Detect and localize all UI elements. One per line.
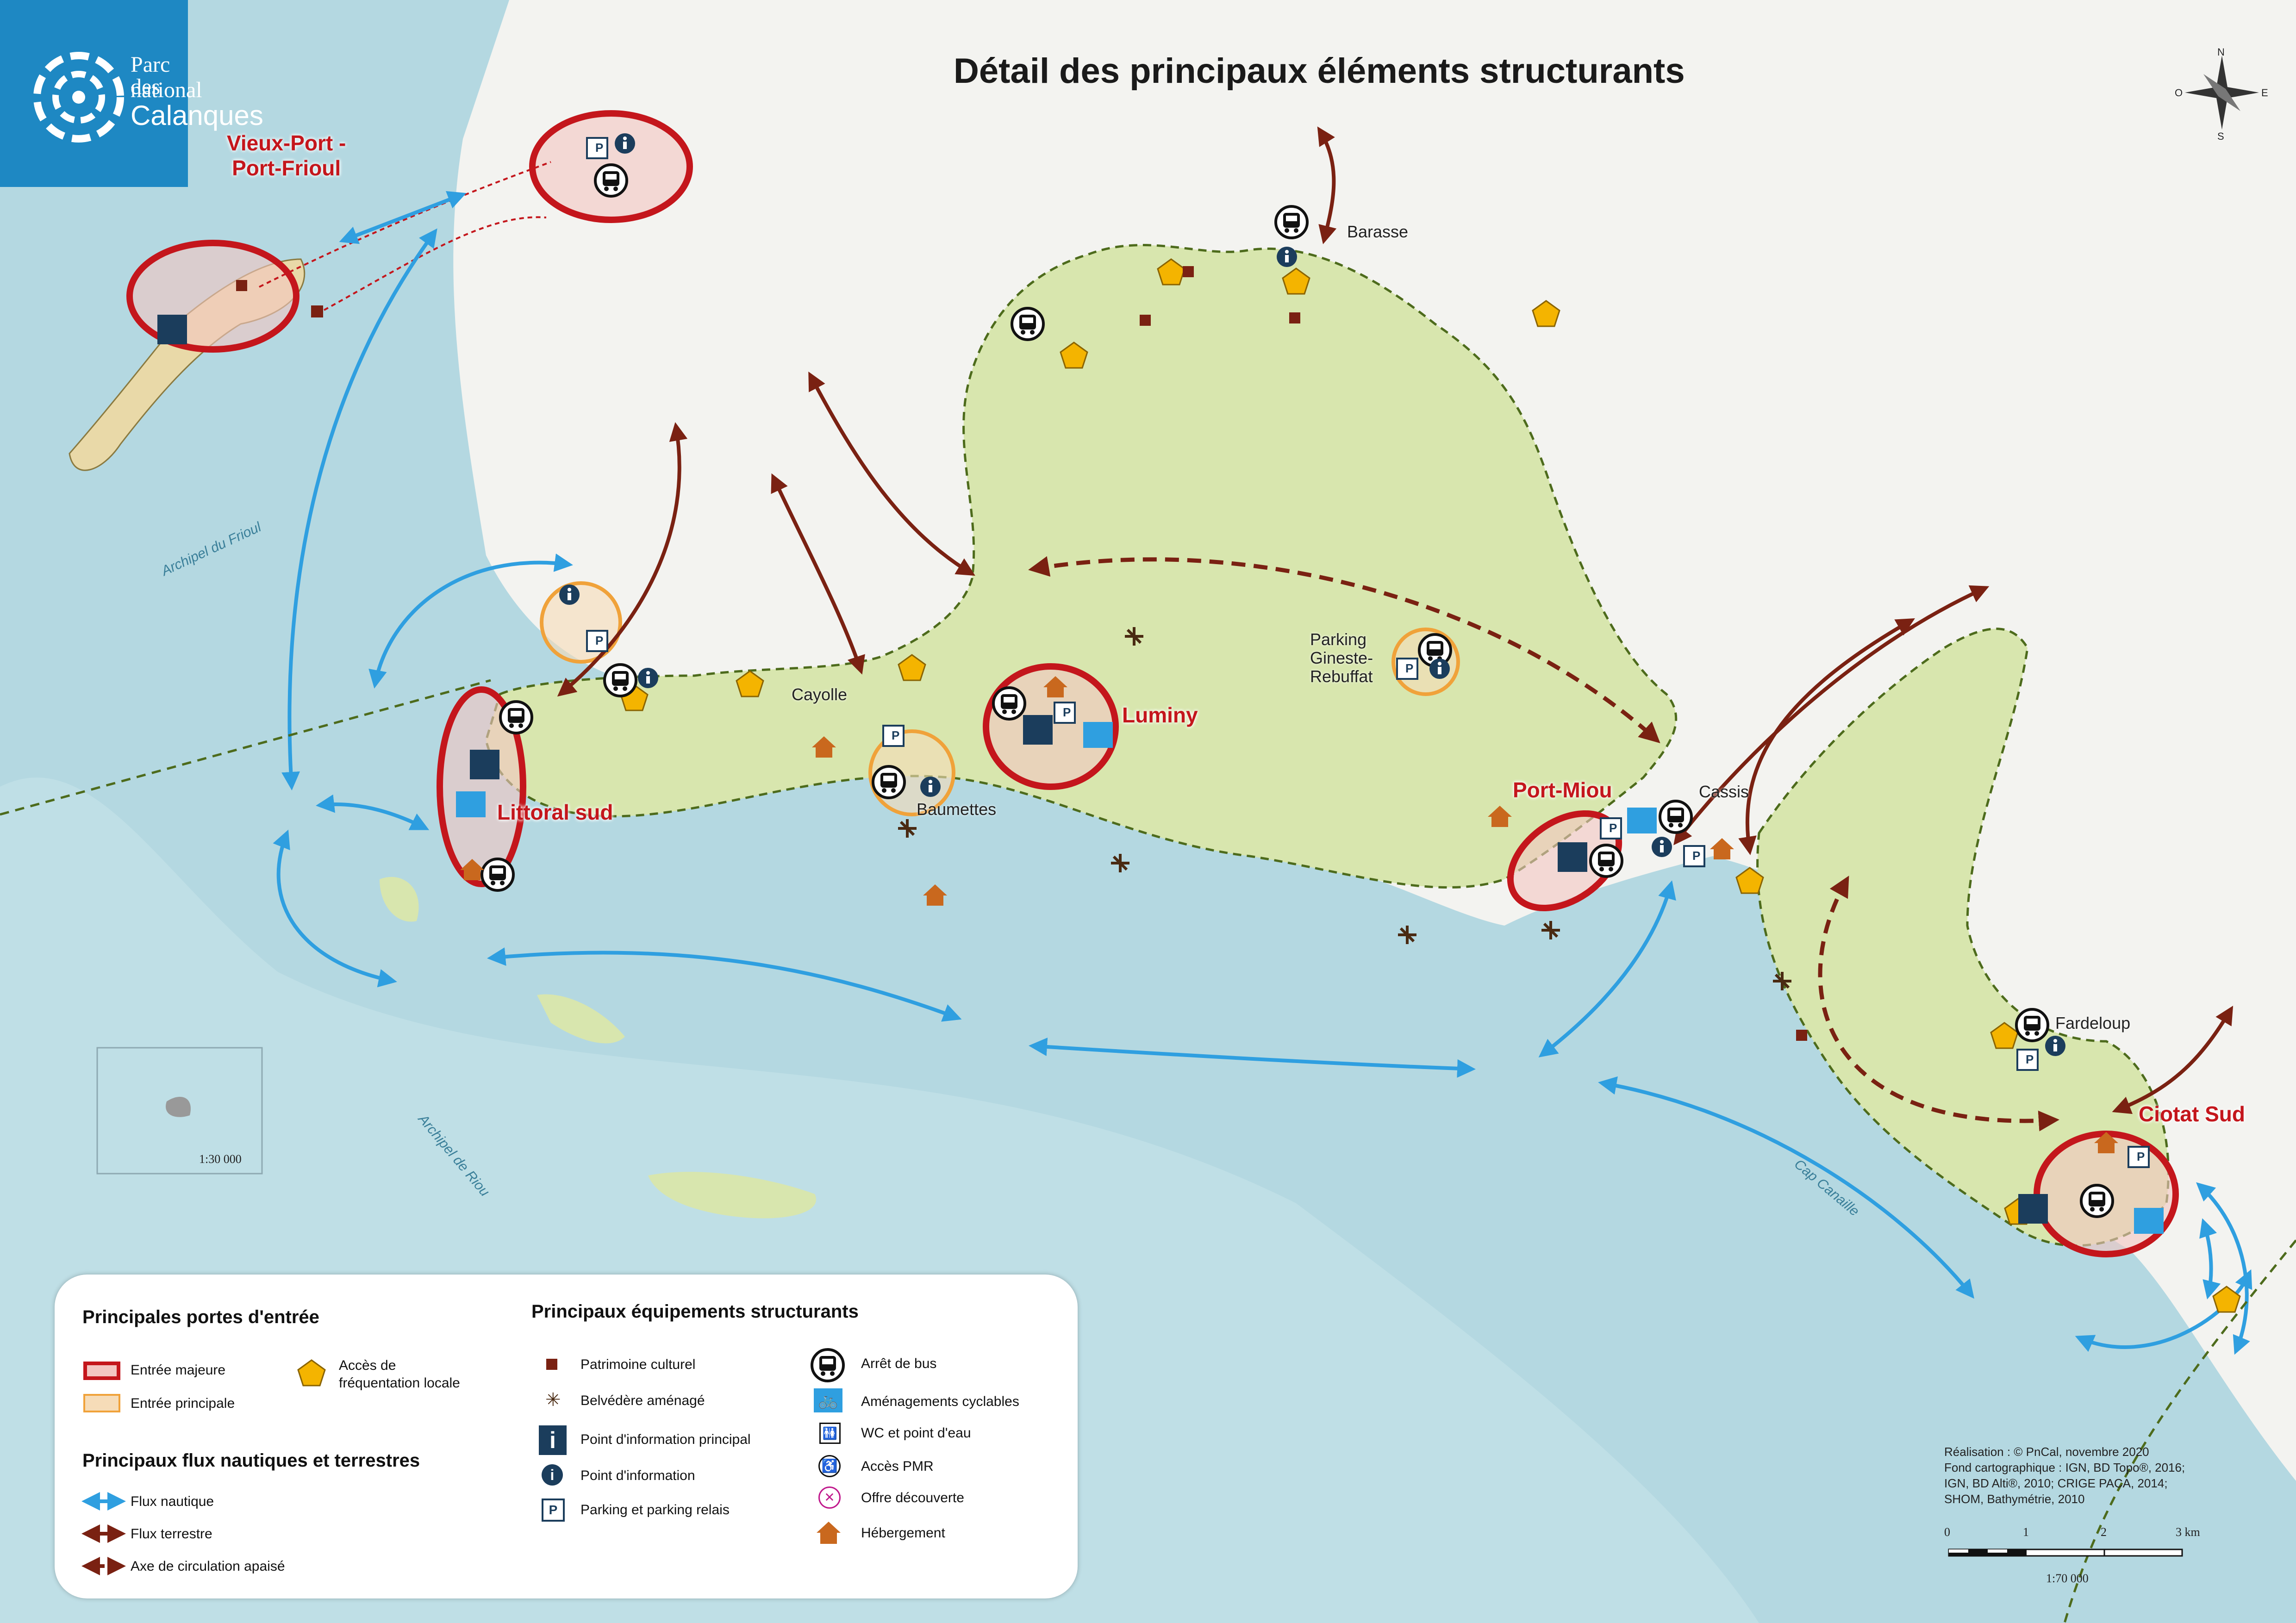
discovery-icon: ✕: [818, 1486, 841, 1509]
brand-line2: des Calanques: [131, 74, 263, 131]
bus-icon: [809, 1347, 846, 1384]
compass-s: S: [2217, 131, 2224, 142]
scale-tick-0: 0: [1944, 1525, 1950, 1539]
legend-panel: Principales portes d'entrée Entrée majeu…: [55, 1275, 1078, 1598]
credits: Réalisation : © PnCal, novembre 2020 Fon…: [1944, 1444, 2185, 1507]
legend-parking: Parking et parking relais: [580, 1502, 730, 1517]
scale-tick-1: 1: [2023, 1525, 2029, 1539]
place-barasse: Barasse: [1347, 222, 1409, 241]
legend-pmr: Accès PMR: [861, 1459, 934, 1474]
legend-flux-nautique: Flux nautique: [131, 1494, 214, 1509]
place-cassis: Cassis: [1699, 782, 1749, 801]
info-icon: i: [542, 1464, 563, 1486]
map-title: Détail des principaux éléments structura…: [954, 51, 1685, 91]
calm-axis-arrow-icon: [81, 1557, 126, 1575]
place-cayolle: Cayolle: [792, 685, 848, 704]
compass-e: E: [2261, 87, 2268, 99]
house-icon: [817, 1522, 841, 1544]
compass-n: N: [2217, 46, 2225, 58]
place-fardeloup: Fardeloup: [2055, 1014, 2131, 1032]
scale-tick-2: 2: [2101, 1525, 2107, 1539]
zone-port-miou: Port-Miou: [1513, 778, 1612, 802]
parking-icon: P: [542, 1499, 565, 1522]
wc-icon: 🚻: [819, 1423, 841, 1444]
legend-cyclable: Aménagements cyclables: [861, 1394, 1019, 1409]
compass-o: O: [2175, 87, 2183, 99]
legend-entree-principale: Entrée principale: [131, 1396, 235, 1411]
legend-entree-majeure: Entrée majeure: [131, 1362, 226, 1378]
credits-line4: SHOM, Bathymétrie, 2010: [1944, 1492, 2085, 1506]
credits-line3: IGN, BD Alti®, 2010; CRIGE PACA, 2014;: [1944, 1476, 2168, 1490]
legend-hebergement: Hébergement: [861, 1525, 945, 1541]
info-principal-icon: i: [539, 1425, 567, 1455]
terrestrial-arrow-icon: [81, 1524, 126, 1543]
legend-wc: WC et point d'eau: [861, 1425, 971, 1441]
compass-rose-icon: [2185, 56, 2259, 130]
brand-line1: Parc national: [131, 52, 202, 102]
legend-swatch-principale: [83, 1394, 120, 1412]
scale-bar: [1948, 1548, 2183, 1557]
legend-swatch-majeure: [83, 1362, 120, 1380]
legend-belvedere: Belvédère aménagé: [580, 1393, 705, 1408]
inset-scale: 1:30 000: [199, 1152, 242, 1166]
nautical-arrow-icon: [81, 1492, 126, 1511]
credits-line1: Réalisation : © PnCal, novembre 2020: [1944, 1445, 2149, 1459]
legend-info-principal: Point d'information principal: [580, 1432, 751, 1447]
legend-bus: Arrêt de bus: [861, 1356, 937, 1371]
bicycle-icon: 🚲: [814, 1388, 842, 1412]
credits-line2: Fond cartographique : IGN, BD Topo®, 201…: [1944, 1461, 2185, 1474]
belvedere-icon: ✳: [545, 1390, 561, 1410]
legend-portes-title: Principales portes d'entrée: [82, 1307, 319, 1327]
place-parking-gineste: Parking Gineste- Rebuffat: [1310, 630, 1373, 686]
zone-littoral-sud: Littoral sud: [497, 800, 613, 824]
legend-info: Point d'information: [580, 1468, 695, 1483]
legend-axe-apaise: Axe de circulation apaisé: [131, 1559, 285, 1574]
legend-flux-title: Principaux flux nautiques et terrestres: [82, 1450, 420, 1471]
heritage-square-icon: [546, 1359, 557, 1370]
place-baumettes: Baumettes: [917, 800, 997, 819]
zone-vieux-port: Vieux-Port - Port-Frioul: [227, 131, 346, 180]
legend-equip-title: Principaux équipements structurants: [531, 1301, 859, 1322]
wheelchair-icon: ♿: [818, 1455, 841, 1477]
scale-ratio: 1:70 000: [2046, 1572, 2089, 1585]
legend-patrimoine: Patrimoine culturel: [580, 1357, 696, 1372]
brand-calanques: Calanques: [131, 100, 263, 131]
scale-tick-3: 3 km: [2176, 1525, 2200, 1539]
legend-acces-locale: Accès de fréquentation locale: [339, 1358, 460, 1391]
brand-des: des: [131, 75, 160, 99]
spiral-logo-icon: [33, 52, 124, 143]
zone-luminy: Luminy: [1122, 703, 1198, 727]
zone-ciotat-sud: Ciotat Sud: [2139, 1102, 2245, 1126]
legend-decouverte: Offre découverte: [861, 1490, 964, 1505]
pentagon-icon: [297, 1359, 326, 1387]
legend-flux-terrestre: Flux terrestre: [131, 1526, 212, 1542]
park-logo: Parc national des Calanques: [0, 0, 263, 187]
